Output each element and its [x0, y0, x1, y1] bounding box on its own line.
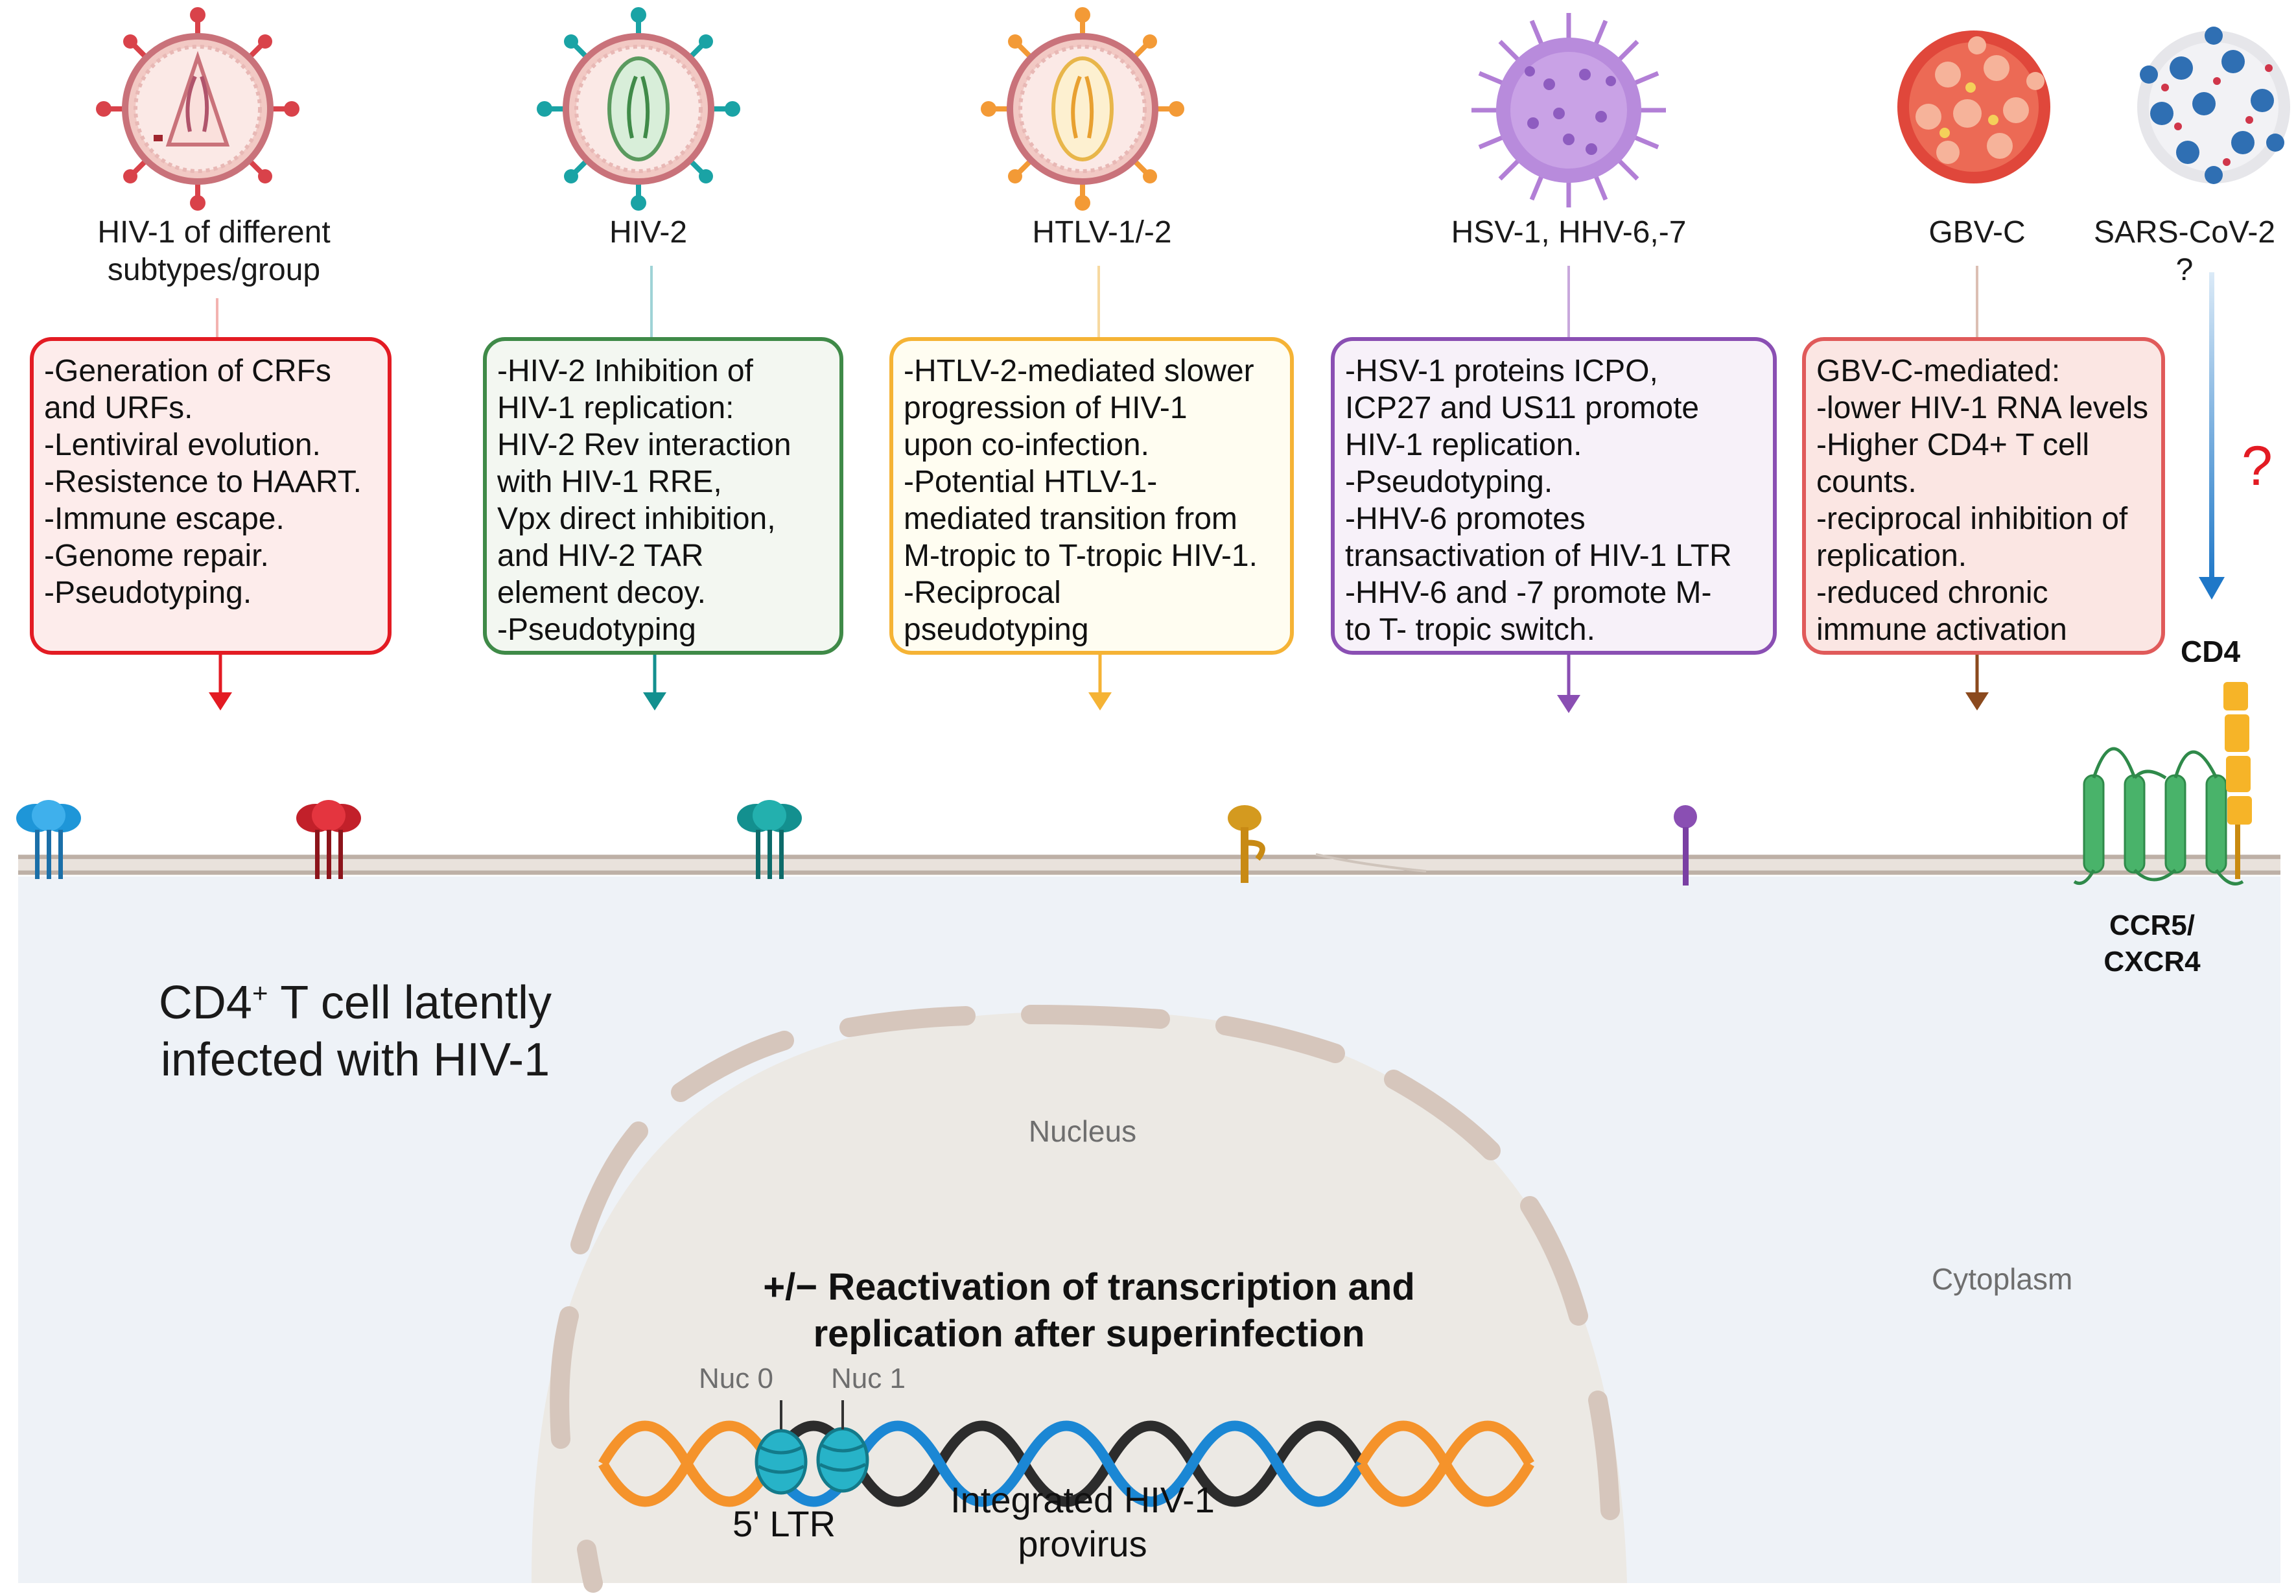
gbvc-label: GBV-C — [1928, 215, 2026, 250]
hiv1-virion-icon — [96, 7, 299, 211]
hiv2-effects-box: -HIV-2 Inhibition of HIV-1 replication: … — [483, 337, 843, 655]
hsv-hhv-effects-box: -HSV-1 proteins ICPO, ICP27 and US11 pro… — [1331, 337, 1777, 655]
cd4-receptor — [2223, 682, 2252, 879]
cd4-label: CD4 — [2181, 635, 2241, 668]
hiv1-label: HIV-1 of different subtypes/group — [97, 215, 331, 287]
label-connectors — [216, 266, 1978, 337]
receptor-gold — [1228, 805, 1265, 883]
receptor-purple — [1674, 805, 1697, 886]
cell-membrane — [18, 853, 2280, 875]
hsv-virion-icon — [1471, 13, 1666, 207]
nucleus-label: Nucleus — [1028, 1114, 1137, 1148]
unknown-effect-question-mark: ? — [2242, 435, 2273, 497]
cytoplasm-label: Cytoplasm — [1932, 1262, 2073, 1296]
hiv1-effects-box: -Generation of CRFs and URFs. -Lentivira… — [30, 337, 392, 655]
dna-helix — [598, 1420, 1534, 1507]
nuclear-envelope — [550, 1005, 1620, 1593]
receptor-red — [296, 800, 361, 879]
htlv-virion-icon — [981, 7, 1184, 211]
ltr-label: 5' LTR — [732, 1503, 836, 1544]
gbvc-effects-box: GBV-C-mediated: -lower HIV-1 RNA levels … — [1802, 337, 2165, 655]
sars-cov-2-virion-icon — [2137, 27, 2290, 184]
hiv2-virion-icon — [537, 7, 740, 211]
ccr5-cxcr4-coreceptor — [2073, 747, 2244, 886]
nucleus — [532, 1005, 1627, 1593]
coreceptor-label: CCR5/ CXCR4 — [2103, 909, 2201, 978]
cell-title: CD4+ T cell latently infected with HIV-1 — [158, 977, 552, 1086]
effect-arrows — [209, 655, 1989, 713]
htlv-effects-box: -HTLV-2-mediated slower progression of H… — [889, 337, 1294, 655]
nucleosome-1 — [816, 1427, 869, 1493]
hsv-hhv-label: HSV-1, HHV-6,-7 — [1451, 215, 1687, 250]
nuc1-label: Nuc 1 — [831, 1363, 906, 1394]
hiv2-label: HIV-2 — [609, 215, 688, 250]
nuc0-label: Nuc 0 — [699, 1363, 773, 1394]
htlv-label: HTLV-1/-2 — [1032, 215, 1172, 250]
nucleosome-0 — [755, 1429, 808, 1495]
receptor-teal — [737, 800, 802, 879]
provirus-label: Integrated HIV-1 provirus — [950, 1479, 1215, 1564]
sars-cov-2-label: SARS-CoV-2 ? — [2093, 215, 2276, 287]
gbvc-virion-icon — [1897, 30, 2050, 183]
reactivation-text: +/− Reactivation of transcription and re… — [763, 1266, 1415, 1355]
receptor-blue — [16, 800, 81, 879]
sars-arrow — [2199, 272, 2225, 600]
